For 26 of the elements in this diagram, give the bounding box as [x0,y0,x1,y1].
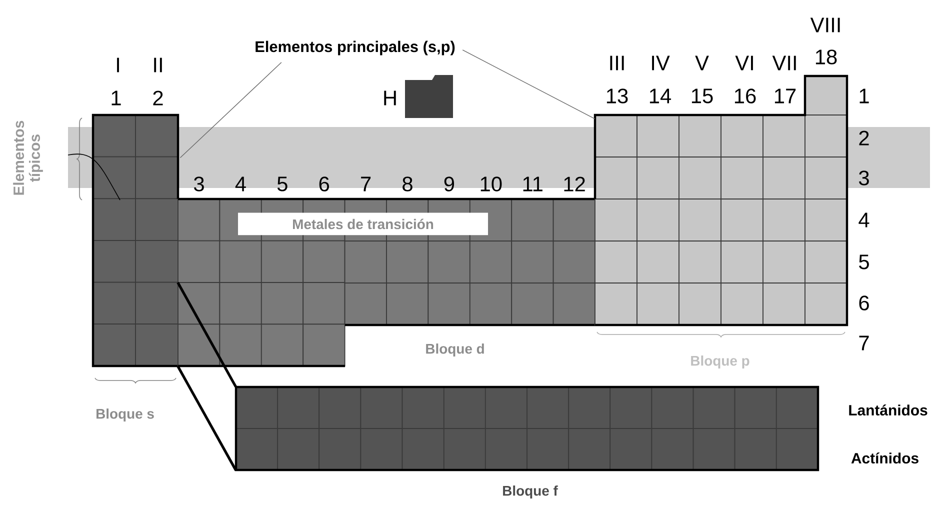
block-label: Bloque p [691,356,750,368]
projection-line [176,366,237,471]
group-number: 17 [774,88,796,104]
group-number: 4 [235,176,246,192]
group-number: 9 [444,176,454,192]
group-number: 14 [650,88,672,104]
callout-title: Elementos principales (s,p) [256,40,455,56]
group-number: 12 [564,176,585,192]
label-box: Metales de transición [238,212,488,236]
leader-line [462,50,596,120]
leader-line [180,62,282,158]
element-symbol: H [384,90,396,106]
group-number: 8 [402,176,412,192]
group-number: I [117,58,119,72]
group-number: 16 [734,88,756,104]
series-label: Actínidos [851,452,918,464]
block-label: Bloque s [96,408,154,422]
period-number: 7 [859,336,869,350]
block-label: Bloque f [503,486,558,498]
group-number: 15 [692,88,713,104]
group-number: 13 [606,88,628,104]
group-number: 3 [194,176,204,192]
group-number: 11 [523,176,542,192]
projection-line [176,282,237,388]
block-label: Bloque d [426,344,484,356]
group-number: II [154,58,162,72]
